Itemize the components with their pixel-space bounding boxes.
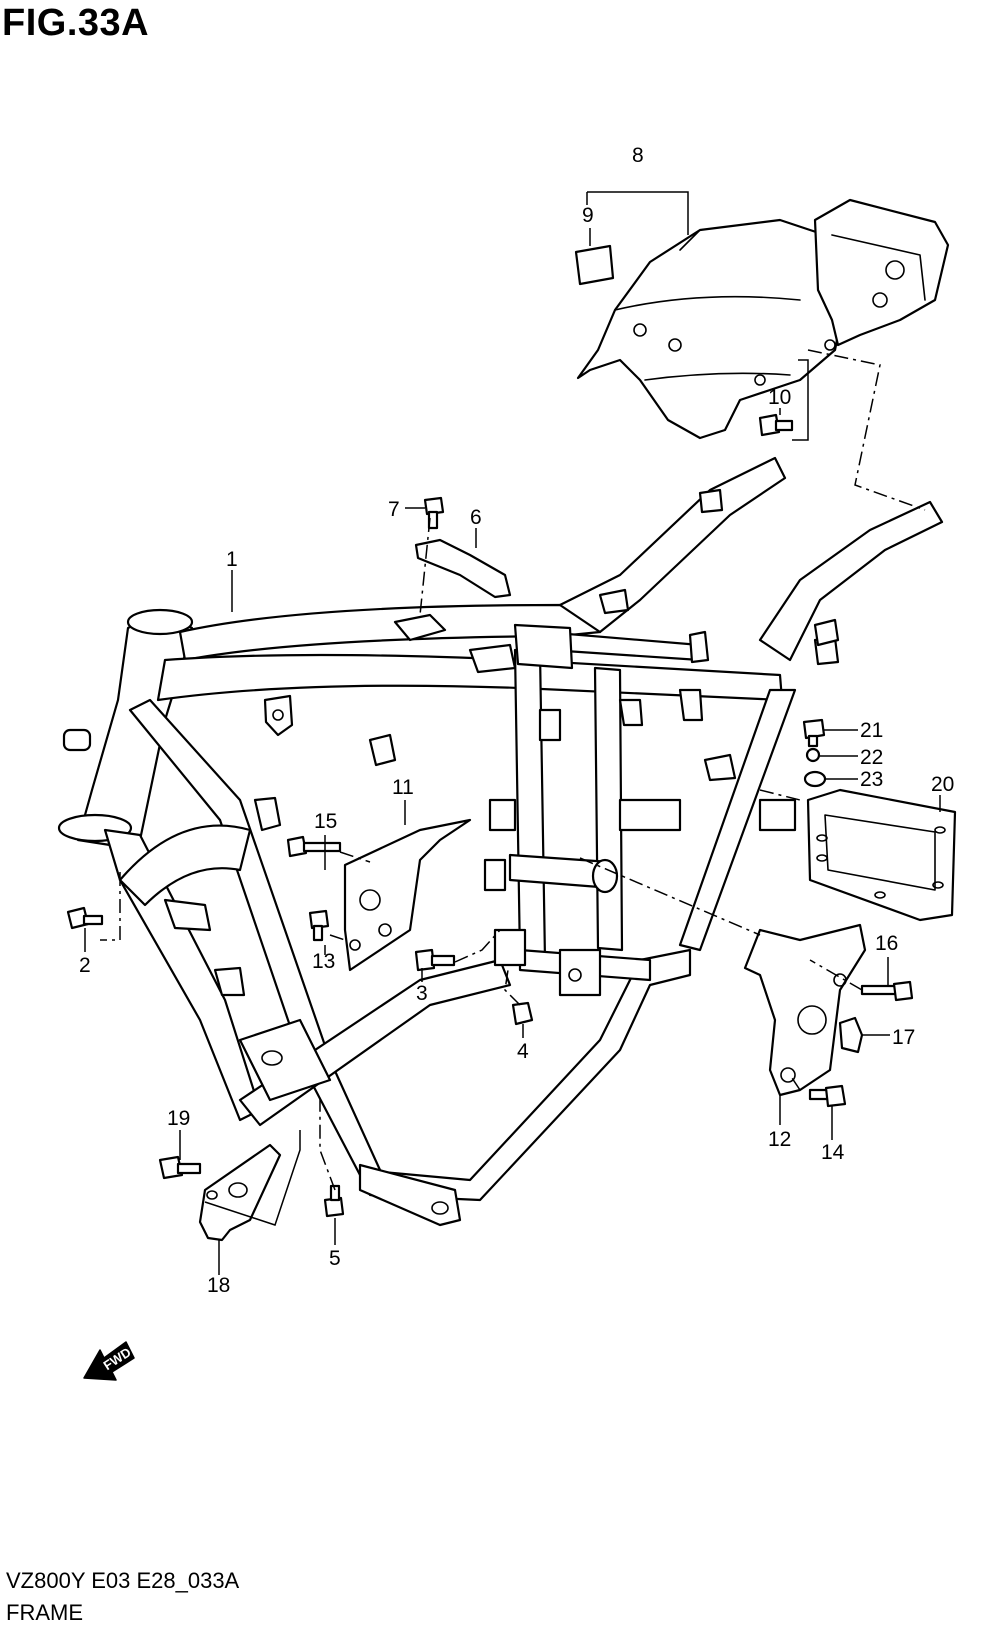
callout-11: 11 [392, 776, 414, 799]
bolt-19 [158, 1155, 202, 1180]
bolt-3 [414, 948, 456, 972]
bolt-7 [423, 496, 445, 530]
bolt-21 [802, 718, 826, 748]
callout-1: 1 [226, 548, 238, 571]
cap-17 [838, 1016, 864, 1054]
main-frame [57, 456, 944, 1227]
callout-22: 22 [860, 746, 883, 769]
callout-labels: 1 2 3 4 5 6 7 8 9 10 11 12 13 14 15 16 1… [79, 144, 954, 1297]
collar-22 [805, 747, 821, 763]
callout-15: 15 [314, 810, 337, 833]
bolt-16 [860, 980, 914, 1002]
callout-6: 6 [470, 506, 482, 529]
plate-12 [743, 923, 867, 1097]
rear-fender [576, 198, 950, 440]
callout-12: 12 [768, 1128, 791, 1151]
callout-21: 21 [860, 719, 883, 742]
cover-11 [343, 818, 472, 972]
grommet-23 [803, 770, 827, 788]
bracket-20 [806, 788, 957, 922]
callout-18: 18 [207, 1274, 230, 1297]
callout-23: 23 [860, 768, 883, 791]
callout-10: 10 [768, 386, 791, 409]
fwd-arrow-icon: FWD [83, 1341, 135, 1381]
figure-name: FRAME [6, 1600, 83, 1625]
label-plate [574, 244, 615, 286]
callout-7: 7 [388, 498, 400, 521]
callout-2: 2 [79, 954, 91, 977]
bolt-10 [758, 413, 794, 437]
callout-5: 5 [329, 1247, 341, 1270]
figure-code: VZ800Y E03 E28_033A [6, 1568, 240, 1593]
bracket-6 [414, 538, 512, 599]
bracket-18 [198, 1143, 282, 1242]
callout-20: 20 [931, 773, 954, 796]
callout-14: 14 [821, 1141, 845, 1164]
callout-4: 4 [517, 1040, 529, 1063]
bolt-14 [808, 1084, 847, 1108]
bolt-2 [66, 906, 104, 930]
callout-19: 19 [167, 1107, 190, 1130]
figure-title: FIG.33A [2, 2, 150, 44]
callout-16: 16 [875, 932, 898, 955]
assembly-lines [100, 349, 926, 1191]
bracket-6-mount [393, 613, 447, 642]
callout-17: 17 [892, 1026, 915, 1049]
callout-3: 3 [416, 982, 428, 1005]
leader-lines [84, 191, 941, 1275]
bolt-5 [323, 1184, 345, 1218]
bolt-13 [308, 909, 330, 942]
callout-8: 8 [632, 144, 644, 167]
callout-9: 9 [582, 204, 594, 227]
nut-4 [511, 1001, 534, 1026]
bolt-15 [286, 835, 342, 858]
callout-13: 13 [312, 950, 335, 973]
